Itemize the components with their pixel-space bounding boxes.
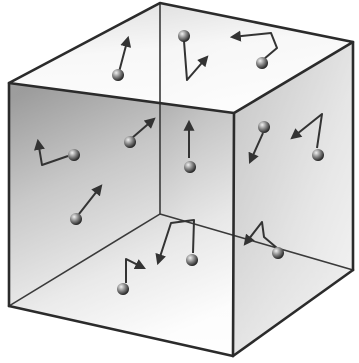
- particle-ball: [68, 149, 80, 161]
- particle-ball: [312, 149, 324, 161]
- particle-ball: [124, 136, 136, 148]
- particle-ball: [184, 161, 196, 173]
- particle-ball: [186, 254, 198, 266]
- particle-ball: [112, 69, 124, 81]
- particle-ball: [272, 247, 284, 259]
- particle-ball: [178, 30, 190, 42]
- particle-ball: [258, 121, 270, 133]
- particle-ball: [70, 213, 82, 225]
- particle-ball: [256, 57, 268, 69]
- box-front-face: [9, 83, 234, 356]
- particle-ball: [117, 283, 129, 295]
- outline-front-right: [233, 113, 234, 356]
